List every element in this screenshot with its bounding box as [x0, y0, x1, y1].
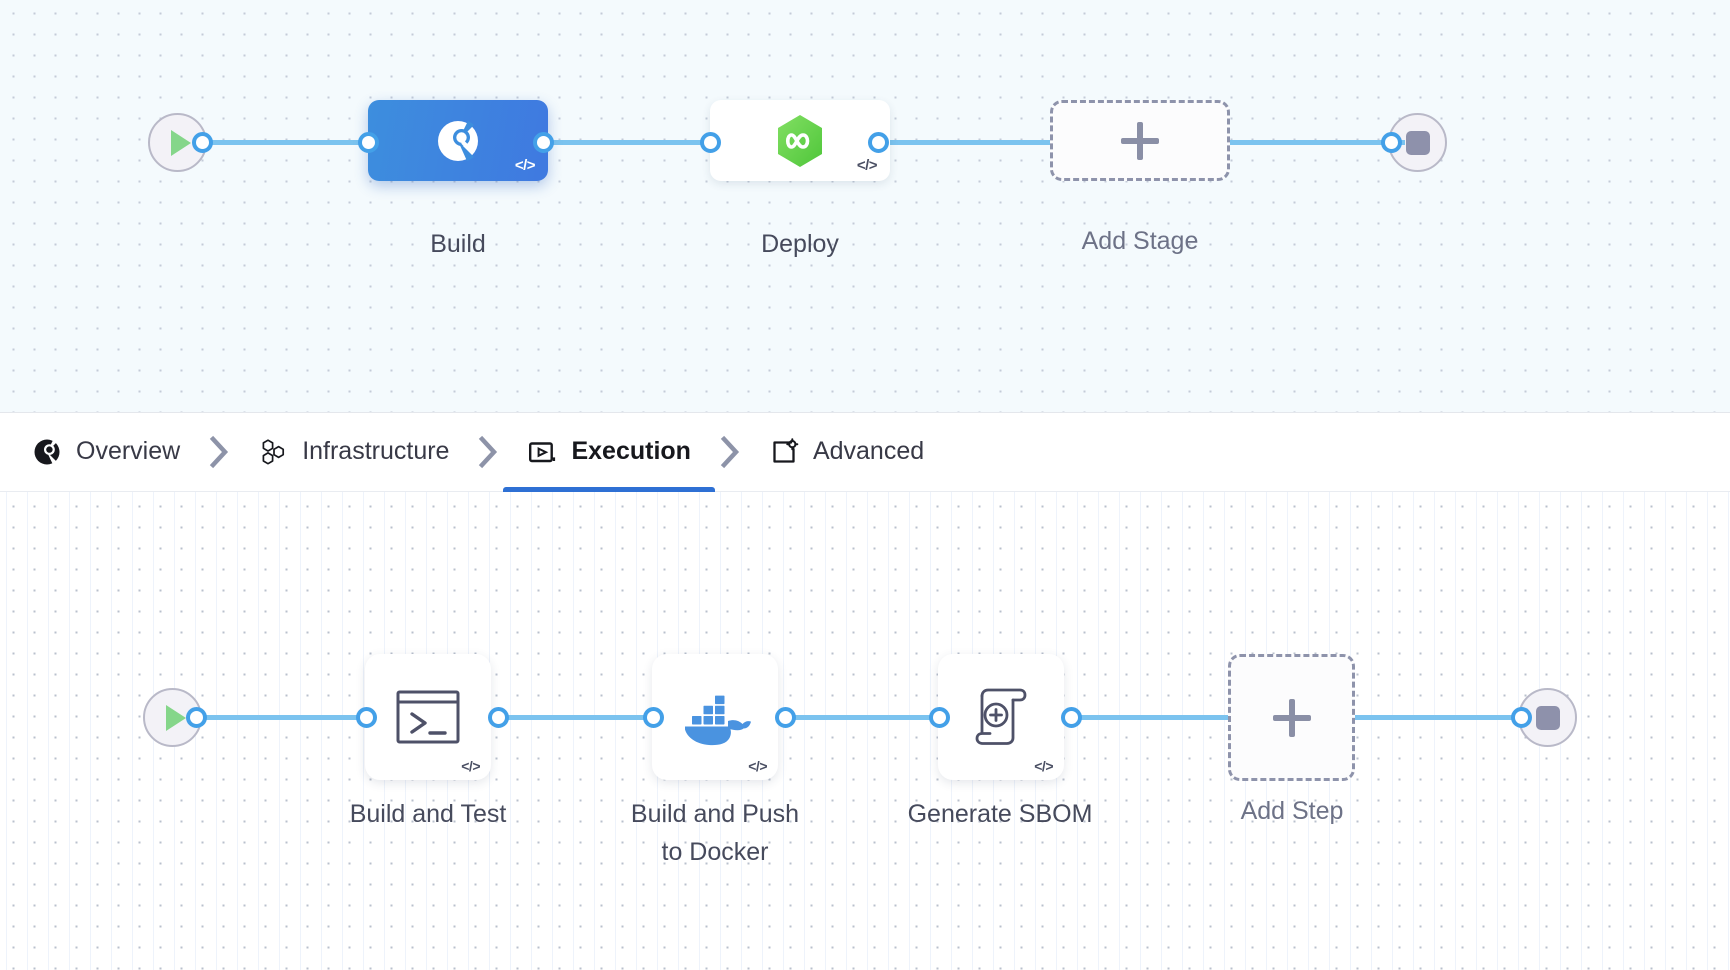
stage-deploy-label: Deploy: [761, 230, 839, 258]
port-build-out[interactable]: [533, 132, 554, 153]
hexagon-cluster-icon: [262, 439, 285, 465]
code-badge[interactable]: </>: [856, 157, 878, 174]
edge-build-to-deploy: [540, 140, 710, 145]
play-icon: [165, 704, 186, 731]
step-build-and-push-to-docker-label: Build and Push to Docker: [630, 800, 800, 866]
stage-build-label: Build: [430, 230, 486, 258]
add-step-label: Add Step: [1240, 797, 1344, 825]
step-generate-sbom[interactable]: </>: [938, 654, 1064, 780]
port-deploy-in[interactable]: [700, 132, 721, 153]
steps-canvas[interactable]: </> Build and Test </> Bu: [0, 492, 1730, 970]
add-step-button[interactable]: [1228, 654, 1355, 781]
tab-separator-2: [451, 435, 525, 469]
play-icon: [170, 129, 191, 156]
tab-infrastructure[interactable]: Infrastructure: [256, 413, 451, 492]
port-build-in[interactable]: [358, 132, 379, 153]
docker-whale-icon: [685, 695, 751, 746]
stage-deploy[interactable]: </>: [710, 100, 890, 181]
code-badge[interactable]: </>: [748, 758, 767, 774]
harness-pie-icon: [438, 120, 478, 161]
stage-build[interactable]: </>: [368, 100, 548, 181]
green-hexagon-infinity-icon: [778, 114, 822, 167]
code-badge[interactable]: </>: [1034, 758, 1053, 774]
plus-icon: [1121, 121, 1159, 160]
stop-icon: [1405, 130, 1430, 155]
play-in-box-icon: [529, 442, 556, 463]
code-badge[interactable]: </>: [461, 758, 480, 774]
tab-advanced[interactable]: Advanced: [767, 413, 926, 492]
edge-addstep-to-stepend: [1355, 715, 1525, 720]
step-build-and-test-label: Build and Test: [349, 800, 507, 828]
chevron-right-icon: [479, 435, 498, 469]
step-build-and-push-to-docker[interactable]: </>: [652, 654, 778, 780]
overview-pie-icon: [34, 439, 60, 465]
port-buildtest-in[interactable]: [356, 707, 377, 728]
code-badge[interactable]: </>: [514, 157, 536, 174]
tab-execution[interactable]: Execution: [503, 413, 716, 492]
chevron-right-icon: [210, 435, 229, 469]
edge-docker-to-sbom: [782, 715, 947, 720]
add-stage-button[interactable]: [1050, 100, 1230, 181]
tab-overview[interactable]: Overview: [30, 413, 182, 492]
tab-separator-3: [693, 435, 767, 469]
terminal-icon: [396, 690, 460, 744]
scroll-plus-icon: [975, 688, 1027, 745]
edge-deploy-to-addstage: [875, 140, 1065, 145]
box-gear-icon: [773, 438, 799, 463]
tab-separator-1: [182, 435, 256, 469]
stage-config-tabbar: Overview Infrastructure: [0, 413, 1730, 492]
tab-advanced-label: Advanced: [812, 436, 925, 465]
port-deploy-out[interactable]: [868, 132, 889, 153]
edge-start-to-build: [205, 140, 365, 145]
stages-canvas[interactable]: </> Build </> Deploy: [0, 0, 1730, 413]
edge-stepstart-to-buildtest: [198, 715, 363, 720]
chevron-right-icon: [720, 435, 740, 469]
edge-buildtest-to-docker: [495, 715, 660, 720]
port-steps-start-out[interactable]: [186, 707, 207, 728]
step-build-and-test[interactable]: </>: [365, 654, 491, 780]
tab-execution-label: Execution: [571, 436, 691, 465]
add-stage-label: Add Stage: [1081, 227, 1199, 255]
steps-end-node[interactable]: [1518, 688, 1577, 747]
tab-overview-label: Overview: [76, 436, 181, 465]
step-generate-sbom-label: Generate SBOM: [907, 800, 1093, 828]
stop-icon: [1535, 705, 1560, 730]
port-docker-in[interactable]: [643, 707, 664, 728]
port-start-out[interactable]: [192, 132, 213, 153]
plus-icon: [1272, 698, 1311, 737]
tab-infrastructure-label: Infrastructure: [302, 436, 450, 465]
port-buildtest-out[interactable]: [488, 707, 509, 728]
edge-addstage-to-end: [1225, 140, 1405, 145]
port-sbom-in[interactable]: [929, 707, 950, 728]
port-sbom-out[interactable]: [1061, 707, 1082, 728]
port-end-in[interactable]: [1381, 132, 1402, 153]
port-docker-out[interactable]: [775, 707, 796, 728]
port-steps-end-in[interactable]: [1511, 707, 1532, 728]
edge-sbom-to-addstep: [1068, 715, 1228, 720]
